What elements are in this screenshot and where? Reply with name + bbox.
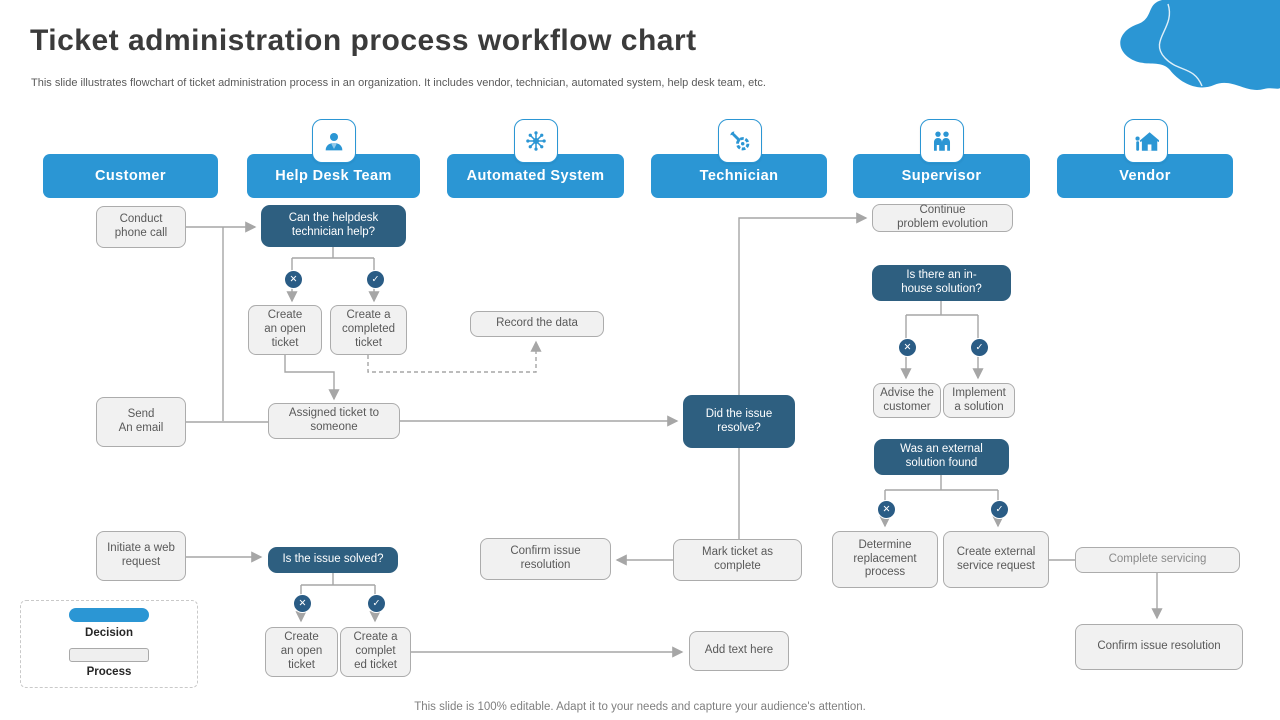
- node-add-text-here: Add text here: [689, 631, 789, 671]
- node-is-the-issue-solved: Is the issue solved?: [268, 547, 398, 573]
- node-confirm-issue-resolution-vendor: Confirm issue resolution: [1075, 624, 1243, 670]
- footer-note: This slide is 100% editable. Adapt it to…: [414, 701, 866, 713]
- node-create-completed-ticket-top: Create a completed ticket: [330, 305, 407, 355]
- node-initiate-web-request: Initiate a web request: [96, 531, 186, 581]
- no-icon: ✕: [293, 594, 312, 613]
- node-create-open-ticket-top: Create an open ticket: [248, 305, 322, 355]
- node-send-an-email: Send An email: [96, 397, 186, 447]
- corner-blob-decoration: [1120, 0, 1280, 90]
- legend-process-swatch: [69, 648, 149, 662]
- node-conduct-phone-call: Conduct phone call: [96, 206, 186, 248]
- lane-header-supervisor: Supervisor: [853, 154, 1030, 198]
- node-can-helpdesk-technician-help: Can the helpdesk technician help?: [261, 205, 406, 247]
- lane-label: Technician: [699, 168, 779, 184]
- node-create-open-ticket-bottom: Create an open ticket: [265, 627, 338, 677]
- legend: Decision Process: [20, 600, 198, 688]
- node-create-completed-ticket-bottom: Create a complet ed ticket: [340, 627, 411, 677]
- lane-header-automated-system: Automated System: [447, 154, 624, 198]
- node-mark-ticket-as-complete: Mark ticket as complete: [673, 539, 802, 581]
- lane-header-customer: Customer: [43, 154, 218, 198]
- no-icon: ✕: [898, 338, 917, 357]
- node-was-external-solution-found: Was an external solution found: [874, 439, 1009, 475]
- legend-process-label: Process: [86, 666, 132, 678]
- node-determine-replacement-process: Determine replacement process: [832, 531, 938, 588]
- lane-label: Customer: [95, 168, 166, 184]
- lane-label: Help Desk Team: [275, 168, 392, 184]
- node-create-external-service-request: Create external service request: [943, 531, 1049, 588]
- lane-label: Vendor: [1119, 168, 1171, 184]
- legend-decision-swatch: [69, 608, 149, 622]
- node-complete-servicing: Complete servicing: [1075, 547, 1240, 573]
- node-did-the-issue-resolve: Did the issue resolve?: [683, 395, 795, 448]
- legend-decision-label: Decision: [85, 627, 133, 639]
- lane-label: Supervisor: [901, 168, 982, 184]
- lane-header-vendor: Vendor: [1057, 154, 1233, 198]
- yes-icon: ✓: [366, 270, 385, 289]
- wrench-gear-icon: [718, 119, 762, 163]
- yes-icon: ✓: [990, 500, 1009, 519]
- node-assigned-ticket-to-someone: Assigned ticket to someone: [268, 403, 400, 439]
- node-implement-a-solution: Implement a solution: [943, 383, 1015, 418]
- node-advise-the-customer: Advise the customer: [873, 383, 941, 418]
- no-icon: ✕: [284, 270, 303, 289]
- node-record-the-data: Record the data: [470, 311, 604, 337]
- node-continue-problem-evolution: Continue problem evolution: [872, 204, 1013, 232]
- lane-label: Automated System: [466, 168, 605, 184]
- yes-icon: ✓: [970, 338, 989, 357]
- yes-icon: ✓: [367, 594, 386, 613]
- agent-icon: [312, 119, 356, 163]
- network-icon: [514, 119, 558, 163]
- no-icon: ✕: [877, 500, 896, 519]
- page-title: Ticket administration process workflow c…: [30, 24, 697, 57]
- store-icon: [1124, 119, 1168, 163]
- node-confirm-issue-resolution-automated: Confirm issue resolution: [480, 538, 611, 580]
- node-is-there-in-house-solution: Is there an in- house solution?: [872, 265, 1011, 301]
- page-subtitle: This slide illustrates flowchart of tick…: [31, 77, 766, 89]
- team-icon: [920, 119, 964, 163]
